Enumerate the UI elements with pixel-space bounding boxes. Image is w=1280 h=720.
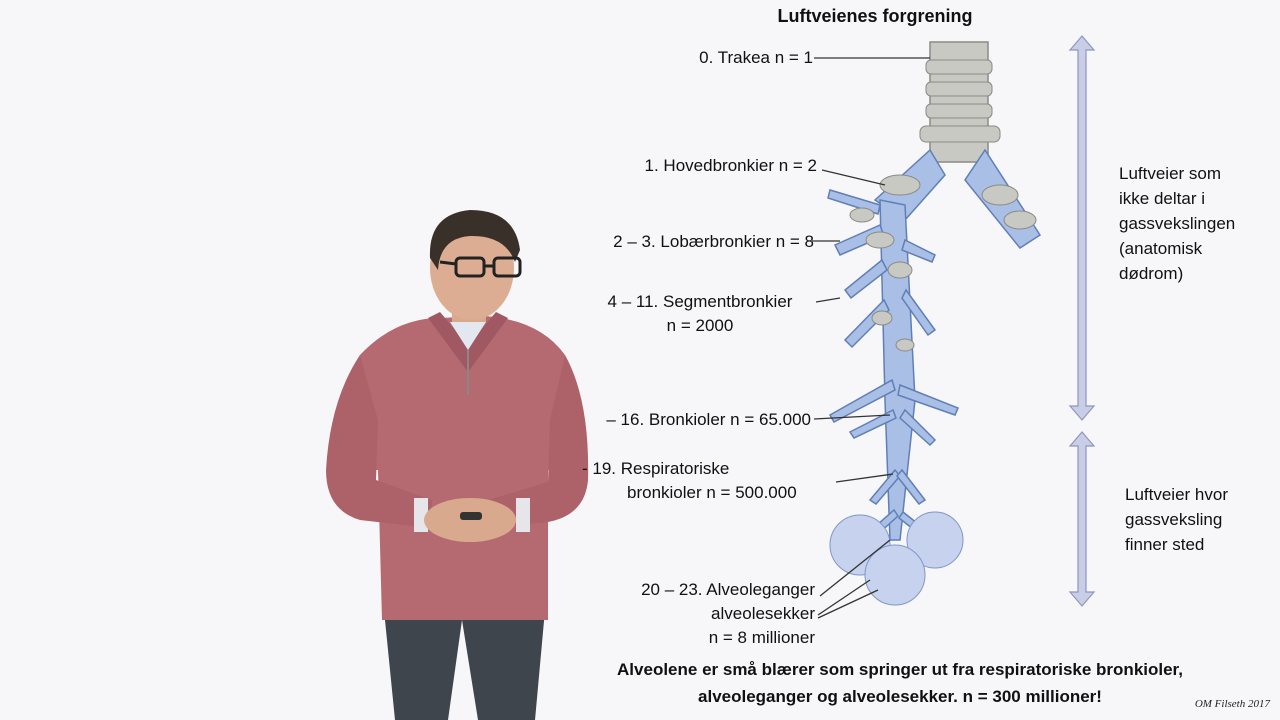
label-alveoleganger-line2: alveolesekker [711, 604, 815, 623]
zone-dead-space-line: gassvekslingen [1119, 214, 1236, 233]
zone-dead-space-line: dødrom) [1119, 264, 1184, 283]
presenter [326, 210, 589, 720]
label-respiratoriske-line1: - 19. Respiratoriske [582, 459, 730, 478]
zone-label-dead-space: Luftveier som ikke deltar i gassveksling… [1119, 161, 1235, 286]
credit: OM Filseth 2017 [1194, 698, 1270, 710]
label-bronkioler: – 16. Bronkioler n = 65.000 [606, 410, 811, 429]
zone-dead-space-line: Luftveier som [1119, 164, 1222, 183]
label-hovedbronkier: 1. Hovedbronkier n = 2 [644, 156, 817, 175]
footer-line2: alveoleganger og alveolesekker. n = 300 … [698, 687, 1102, 706]
label-respiratoriske-line2: bronkioler n = 500.000 [627, 483, 797, 502]
label-respiratoriske-bronkioler: - 19. Respiratoriske bronkioler n = 500.… [582, 457, 842, 505]
leader-lines [812, 57, 930, 619]
footer-line1: Alveolene er små blærer som springer ut … [617, 660, 1183, 679]
zone-gas-exchange-line: Luftveier hvor [1125, 485, 1228, 504]
footer-statement: Alveolene er små blærer som springer ut … [540, 656, 1260, 710]
label-segmentbronkier: 4 – 11. Segmentbronkier n = 2000 [585, 290, 815, 338]
label-alveoleganger-line1: 20 – 23. Alveoleganger [641, 580, 815, 599]
label-lobaerbronkier: 2 – 3. Lobærbronkier n = 8 [613, 232, 814, 251]
zone-gas-exchange-line: finner sted [1125, 535, 1205, 554]
page-title: Luftveienes forgrening [777, 6, 973, 26]
zone-label-gas-exchange: Luftveier hvor gassveksling finner sted [1125, 482, 1228, 557]
label-segmentbronkier-line2: n = 2000 [666, 316, 734, 335]
cartilage-rings [849, 59, 1037, 352]
zone-dead-space-line: (anatomisk [1119, 239, 1203, 258]
alveoli-clusters [829, 511, 964, 606]
label-segmentbronkier-line1: 4 – 11. Segmentbronkier [607, 292, 793, 311]
zone-arrows [1068, 35, 1096, 607]
zone-gas-exchange-line: gassveksling [1125, 510, 1223, 529]
label-trakea: 0. Trakea n = 1 [699, 48, 813, 67]
zone-dead-space-line: ikke deltar i [1119, 189, 1205, 208]
label-alveoleganger: 20 – 23. Alveoleganger alveolesekker n =… [641, 578, 815, 650]
label-alveoleganger-line3: n = 8 millioner [708, 628, 815, 647]
